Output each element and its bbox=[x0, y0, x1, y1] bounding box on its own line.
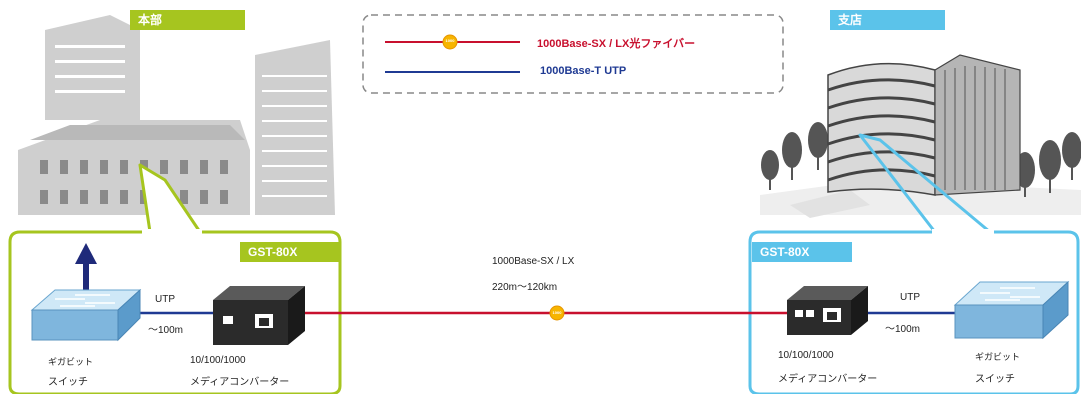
right-device-tag: GST-80X bbox=[752, 242, 852, 262]
link-distance-label: 220m〜120km bbox=[492, 282, 558, 293]
right-converter-label-1: 10/100/1000 bbox=[778, 350, 834, 361]
legend-fiber-marker-label: 1000 bbox=[445, 38, 455, 43]
legend-fiber-marker bbox=[442, 34, 458, 50]
left-switch-icon bbox=[30, 288, 142, 342]
right-switch-label-1: ギガビット bbox=[975, 352, 1021, 362]
right-converter-label-2: メディアコンバーター bbox=[778, 374, 878, 385]
right-switch-label-2: スイッチ bbox=[975, 374, 1015, 385]
left-media-converter-icon bbox=[213, 286, 305, 345]
fiber-marker-label: 1000 bbox=[552, 310, 562, 315]
left-device-tag: GST-80X bbox=[240, 242, 340, 262]
hq-site-tag: 本部 bbox=[130, 10, 245, 30]
link-standard-label: 1000Base-SX / LX bbox=[492, 256, 575, 267]
left-switch-label-1: ギガビット bbox=[48, 357, 94, 367]
branch-building-illustration bbox=[760, 54, 1081, 218]
left-utp-label: UTP bbox=[155, 294, 175, 305]
right-media-converter-icon bbox=[787, 286, 868, 335]
right-utp-label: UTP bbox=[900, 292, 920, 303]
legend-utp-label: 1000Base-T UTP bbox=[540, 65, 627, 77]
fiber-marker bbox=[549, 305, 565, 321]
left-converter-label-2: メディアコンバーター bbox=[190, 377, 290, 388]
hq-building-illustration bbox=[18, 15, 335, 215]
left-switch-label-2: スイッチ bbox=[48, 377, 88, 388]
left-converter-label-1: 10/100/1000 bbox=[190, 355, 246, 366]
right-switch-icon bbox=[953, 280, 1070, 340]
legend-fiber-label: 1000Base-SX / LX光ファイバー bbox=[537, 38, 696, 50]
right-utp-distance: 〜100m bbox=[885, 324, 921, 335]
left-utp-distance: 〜100m bbox=[148, 325, 184, 336]
uplink-arrow-icon bbox=[75, 243, 97, 290]
legend-box bbox=[362, 14, 784, 94]
branch-site-tag: 支店 bbox=[830, 10, 945, 30]
